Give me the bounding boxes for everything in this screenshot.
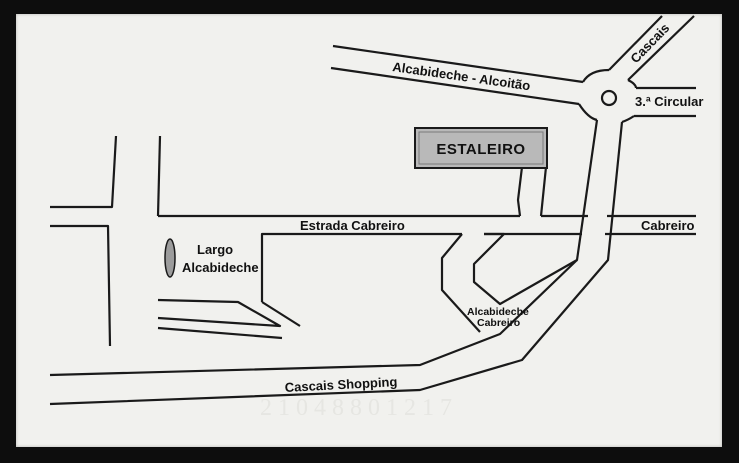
venue-label: ESTALEIRO — [436, 141, 525, 158]
road-left-vertical — [50, 224, 112, 347]
road-cascais — [608, 15, 663, 71]
label-alcabideche: Alcabideche — [182, 260, 259, 275]
background-texture: 2 1 0 4 8 8 0 1 2 1 7 — [260, 395, 452, 421]
label-junction-alcabideche: Alcabideche — [467, 306, 529, 318]
map-card — [16, 14, 722, 447]
roundabout — [600, 89, 618, 107]
roundabout-edge — [582, 68, 610, 83]
label-estrada-cabreiro: Estrada Cabreiro — [300, 218, 405, 233]
roundabout-edge — [627, 79, 638, 89]
road-side-street — [261, 301, 301, 327]
road-side-street — [157, 326, 283, 340]
road-estrada-cabreiro — [260, 232, 462, 302]
label-junction-cabreiro: Cabreiro — [477, 317, 520, 329]
roundabout-edge — [578, 103, 598, 122]
road-alcabideche-cabreiro — [472, 232, 578, 306]
label-largo: Largo — [197, 242, 233, 257]
label-3-circular: 3.ª Circular — [635, 94, 703, 109]
road-side-street — [157, 298, 282, 328]
road-alcabideche-cabreiro — [440, 233, 481, 333]
largo-alcabideche-marker — [164, 238, 176, 278]
road-left-vertical — [50, 135, 118, 209]
road-main-diagonal — [49, 119, 599, 377]
road-alcabideche-alcoitao — [330, 66, 580, 106]
venue-box-inner — [418, 131, 544, 165]
label-cascais-shopping: Cascais Shopping — [284, 374, 397, 395]
label-cabreiro: Cabreiro — [641, 218, 695, 233]
venue-box — [414, 127, 548, 169]
road-estaleiro-access — [539, 166, 548, 217]
road-left-vertical — [156, 135, 162, 217]
road-alcabideche-alcoitao — [332, 44, 584, 84]
road-cascais — [627, 15, 695, 81]
road-main-diagonal — [49, 121, 624, 406]
roundabout-edge — [621, 115, 635, 124]
road-estaleiro-access — [516, 166, 524, 217]
